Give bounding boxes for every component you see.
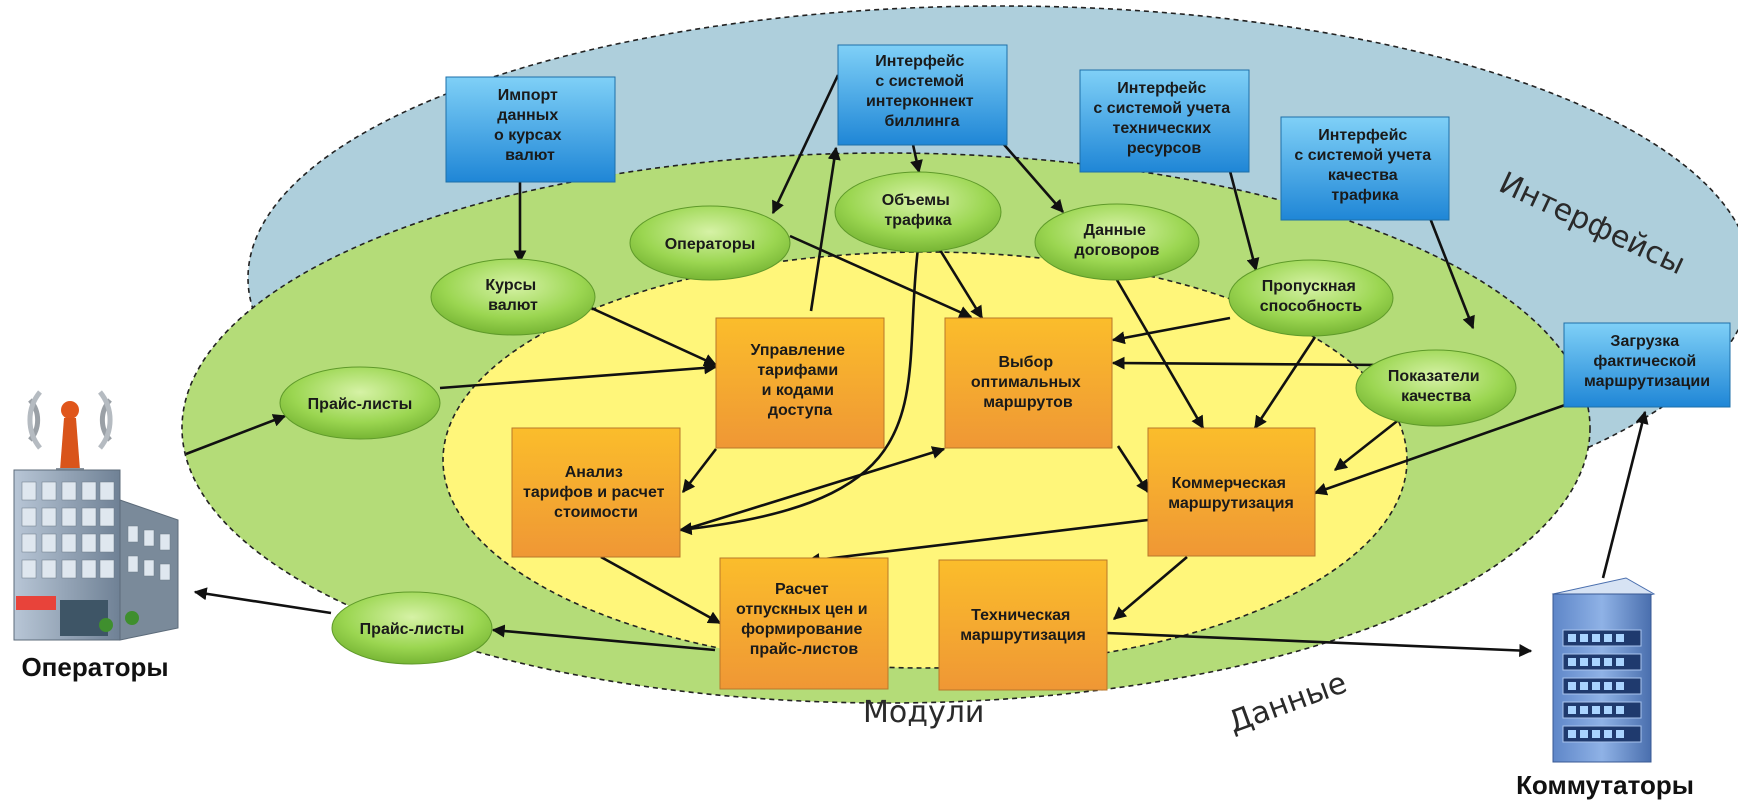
module-technical-line-1: Техническая — [971, 607, 1070, 624]
interface-box-traffic-quality-line-2: с системой учета — [1294, 147, 1431, 164]
data-ellipse-operators: Операторы — [629, 205, 791, 281]
data-ellipse-capacity-line-1: Пропускная — [1262, 278, 1356, 295]
module-optimal-routes: Выбор оптимальных маршрутов — [944, 317, 1113, 449]
module-optimal-line-1: Выбор — [998, 354, 1053, 371]
interface-box-tech-resources-line-4: ресурсов — [1127, 140, 1201, 157]
data-ellipse-pricelists-in: Прайс-листы — [279, 366, 441, 440]
data-ellipse-contracts: Данные договоров — [1034, 203, 1200, 281]
interface-box-import-rates: Импорт данных о курсах валют — [445, 76, 616, 183]
module-tariffs-line-4: доступа — [768, 402, 832, 419]
data-ellipse-pricelist-in-line-1: Прайс-листы — [308, 396, 413, 413]
operator-building-icon — [13, 390, 179, 641]
connection-arrows — [185, 74, 1649, 657]
interface-box-traffic-quality: Интерфейс с системой учета качества траф… — [1280, 116, 1450, 221]
switches-caption: Коммутаторы — [1516, 770, 1694, 800]
interface-box-interconnect-billing: Интерфейс с системой интерконнект биллин… — [837, 44, 1008, 146]
data-ellipse-quality-line-2: качества — [1401, 388, 1471, 405]
module-tariffs-line-1: Управление — [750, 342, 845, 359]
data-ellipse-quality-line-1: Показатели — [1388, 368, 1480, 385]
interface-box-actual-routing: Загрузка фактической маршрутизации — [1563, 322, 1731, 408]
interface-box-actual-routing-line-3: маршрутизации — [1584, 373, 1710, 390]
data-ellipse-contracts-line-1: Данные — [1084, 222, 1146, 239]
interface-box-traffic-quality-line-4: трафика — [1331, 187, 1398, 204]
interface-box-interconnect-line-2: с системой — [875, 73, 964, 90]
interface-box-actual-routing-line-2: фактической — [1593, 353, 1696, 370]
interface-box-actual-routing-label: Загрузка фактической маршрутизации — [1584, 333, 1710, 390]
data-ellipse-operators-line-1: Операторы — [665, 236, 756, 253]
operators-caption: Операторы — [21, 652, 168, 682]
data-ellipse-pricelist-in-label: Прайс-листы — [308, 396, 413, 413]
data-ellipse-pricelists-out: Прайс-листы — [331, 591, 493, 665]
module-analysis-label: Анализ тарифов и расчет стоимости — [523, 464, 669, 521]
module-optimal-line-2: оптимальных — [971, 374, 1081, 391]
interface-box-tech-resources-label: Интерфейс с системой учета технических р… — [1093, 80, 1234, 157]
module-pricing-line-2: отпускных цен и — [736, 601, 868, 618]
module-pricing-line-1: Расчет — [775, 581, 829, 598]
data-ellipse-pricelist-out-line-1: Прайс-листы — [360, 621, 465, 638]
interface-box-tech-resources: Интерфейс с системой учета технических р… — [1079, 69, 1250, 173]
module-commercial-line-2: маршрутизация — [1168, 495, 1294, 512]
data-ellipse-traffic-line-2: трафика — [884, 212, 951, 229]
module-pricing-line-4: прайс-листов — [750, 641, 859, 658]
interface-box-import-rates-label: Импорт данных о курсах валют — [494, 87, 566, 164]
module-analysis-line-2: тарифов и расчет — [523, 484, 665, 501]
module-technical-routing: Техническая маршрутизация — [938, 559, 1108, 691]
interface-box-import-rates-line-3: о курсах — [494, 127, 562, 144]
module-optimal-line-3: маршрутов — [983, 394, 1073, 411]
data-ellipse-quality: Показатели качества — [1355, 349, 1517, 427]
module-commercial-label: Коммерческая маршрутизация — [1168, 475, 1294, 512]
switch-rack-icon — [1551, 577, 1656, 763]
module-tariff-management: Управление тарифами и кодами доступа — [715, 317, 885, 449]
module-commercial-line-1: Коммерческая — [1172, 475, 1286, 492]
data-ellipse-rates-line-1: Курсы — [485, 277, 536, 294]
interface-box-tech-resources-line-3: технических — [1113, 120, 1212, 137]
module-tariff-analysis: Анализ тарифов и расчет стоимости — [511, 427, 681, 558]
module-commercial-routing: Коммерческая маршрутизация — [1147, 427, 1316, 557]
interface-box-actual-routing-line-1: Загрузка — [1610, 333, 1679, 350]
data-ellipse-quality-label: Показатели качества — [1388, 368, 1484, 405]
data-ellipse-traffic-line-1: Объемы — [882, 192, 950, 209]
module-tariffs-line-3: и кодами — [762, 382, 834, 399]
data-ellipse-capacity-line-2: способность — [1260, 298, 1363, 315]
module-technical-line-2: маршрутизация — [960, 627, 1086, 644]
interface-box-interconnect-line-3: интерконнект — [866, 93, 974, 110]
data-ellipse-currency-rates: Курсы валют — [430, 258, 596, 336]
interface-box-interconnect-line-4: биллинга — [884, 113, 959, 130]
interface-box-import-rates-line-2: данных — [497, 107, 558, 124]
data-ellipse-traffic-label: Объемы трафика — [882, 192, 954, 229]
data-ellipse-capacity-label: Пропускная способность — [1260, 278, 1363, 315]
interface-box-interconnect-label: Интерфейс с системой интерконнект биллин… — [866, 53, 978, 130]
module-optimal-label: Выбор оптимальных маршрутов — [971, 354, 1085, 411]
interface-box-import-rates-line-1: Импорт — [498, 87, 558, 104]
interface-box-tech-resources-line-1: Интерфейс — [1117, 80, 1206, 97]
interface-box-interconnect-line-1: Интерфейс — [875, 53, 964, 70]
module-pricing-label: Расчет отпускных цен и формирование прай… — [736, 581, 872, 658]
data-ellipse-rates-label: Курсы валют — [485, 277, 540, 314]
data-ellipse-contracts-label: Данные договоров — [1075, 222, 1160, 259]
data-ellipse-capacity: Пропускная способность — [1228, 259, 1394, 337]
module-tariffs-label: Управление тарифами и кодами доступа — [750, 342, 849, 419]
zone-label-modules: Модули — [863, 695, 984, 730]
zone-label-data: Данные — [1224, 665, 1352, 740]
data-ellipse-rates-line-2: валют — [488, 297, 538, 314]
module-pricing-line-3: формирование — [741, 621, 862, 638]
module-tariffs-line-2: тарифами — [757, 362, 838, 379]
module-price-calculation: Расчет отпускных цен и формирование прай… — [719, 557, 889, 690]
module-analysis-line-1: Анализ — [565, 464, 623, 481]
data-ellipse-traffic-volumes: Объемы трафика — [834, 171, 1002, 253]
data-ellipse-contracts-line-2: договоров — [1075, 242, 1160, 259]
module-technical-label: Техническая маршрутизация — [960, 607, 1086, 644]
interface-box-tech-resources-line-2: с системой учета — [1093, 100, 1230, 117]
data-ellipse-pricelist-out-label: Прайс-листы — [360, 621, 465, 638]
interface-box-traffic-quality-line-3: качества — [1328, 167, 1398, 184]
interface-box-traffic-quality-label: Интерфейс с системой учета качества траф… — [1294, 127, 1435, 204]
interface-box-traffic-quality-line-1: Интерфейс — [1318, 127, 1407, 144]
module-analysis-line-3: стоимости — [554, 504, 638, 521]
interface-box-import-rates-line-4: валют — [505, 147, 555, 164]
data-ellipse-operators-label: Операторы — [665, 236, 756, 253]
